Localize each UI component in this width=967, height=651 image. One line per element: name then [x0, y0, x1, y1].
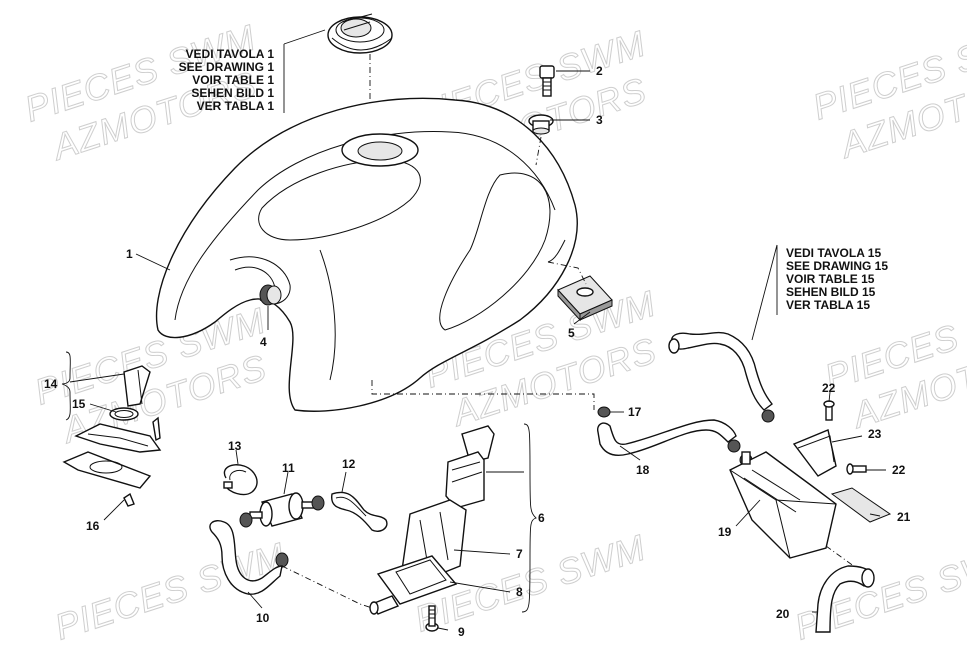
canister-19: [729, 451, 837, 559]
clip-4: [259, 284, 282, 306]
screw-22: [823, 400, 867, 475]
ref-line-de: SEHEN BILD 15: [786, 285, 876, 299]
callout-6: 6: [538, 511, 545, 525]
hose-20: [815, 565, 875, 633]
hose-18: [596, 419, 737, 456]
pad-21: [830, 487, 892, 523]
bracket-23: [792, 429, 837, 477]
tank-pump-axis: [371, 380, 595, 410]
drawing-1-reference: VEDI TAVOLA 1 SEE DRAWING 1 VOIR TABLE 1…: [179, 29, 326, 113]
callout-8: 8: [516, 585, 523, 599]
ref-line-en: SEE DRAWING 15: [786, 259, 888, 273]
callout-13: 13: [228, 439, 242, 453]
fuel-tank: [155, 97, 578, 412]
bolt-axis-line: [535, 136, 542, 166]
callout-16: 16: [86, 519, 100, 533]
callout-5: 5: [568, 326, 575, 340]
sensor-group: [62, 365, 162, 507]
pad-axis-line: [547, 261, 587, 285]
ref-line-es: VER TABLA 1: [197, 99, 275, 113]
ref-line-fr: VOIR TABLE 15: [786, 272, 875, 286]
drawing-15-reference: VEDI TAVOLA 15 SEE DRAWING 15 VOIR TABLE…: [751, 244, 888, 341]
bolt-2: [539, 65, 555, 97]
callout-labels: 1 2 3 4 5 6 7 8 9 10 11 12 13 14 15 16 1…: [44, 64, 911, 639]
callout-19: 19: [718, 525, 732, 539]
callout-3: 3: [596, 113, 603, 127]
leader-lines: [69, 70, 886, 631]
ref-line-es: VER TABLA 15: [786, 298, 870, 312]
callout-22-top: 22: [822, 381, 836, 395]
fuel-filter-11: [249, 492, 315, 527]
screw-9: [425, 605, 439, 632]
hose-10: [209, 520, 283, 595]
rubber-pad-5: [557, 275, 613, 322]
ref-line-fr: VOIR TABLE 1: [192, 73, 274, 87]
callout-18: 18: [636, 463, 650, 477]
hose-12: [331, 491, 388, 532]
callout-17: 17: [628, 405, 642, 419]
fuel-pump: [369, 425, 495, 615]
ref-bracket: [751, 244, 778, 341]
ref-bracket: [283, 29, 326, 113]
ref-line-it: VEDI TAVOLA 15: [786, 246, 881, 260]
callout-20: 20: [776, 607, 790, 621]
ref-line-en: SEE DRAWING 1: [179, 60, 275, 74]
hose-pump-axis: [281, 565, 373, 609]
callout-21: 21: [897, 510, 911, 524]
group-14-brace: [61, 351, 71, 421]
callout-15: 15: [72, 397, 86, 411]
callout-22-side: 22: [892, 463, 906, 477]
vent-hose: [668, 331, 773, 411]
callout-4: 4: [260, 335, 267, 349]
ref-line-it: VEDI TAVOLA 1: [186, 47, 275, 61]
ref-line-de: SEHEN BILD 1: [191, 86, 274, 100]
callout-11: 11: [282, 461, 295, 475]
clamp-13: [223, 464, 258, 496]
callout-9: 9: [458, 625, 465, 639]
grommet-3: [528, 114, 554, 135]
callout-14: 14: [44, 377, 58, 391]
callout-2: 2: [596, 64, 603, 78]
fuel-cap: [327, 13, 393, 54]
group-6-brace: [521, 423, 537, 613]
callout-1: 1: [126, 247, 133, 261]
canister-axis: [825, 545, 863, 573]
callout-10: 10: [256, 611, 270, 625]
callout-7: 7: [516, 547, 523, 561]
callout-23: 23: [868, 427, 882, 441]
callout-12: 12: [342, 457, 356, 471]
